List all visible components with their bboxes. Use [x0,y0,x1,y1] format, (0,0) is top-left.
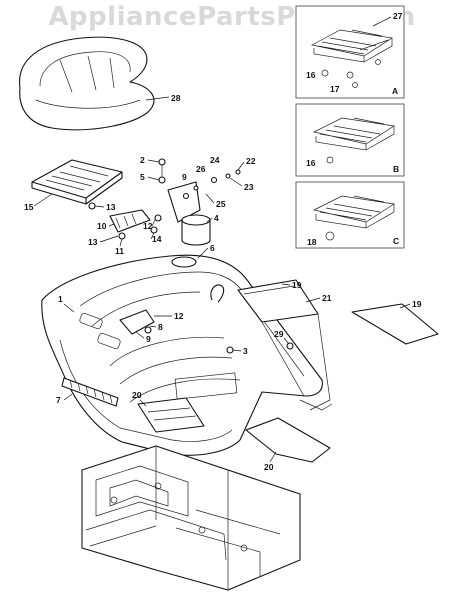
inset-box-b: 16 B [295,103,405,177]
callout-9-top: 9 [182,172,187,182]
callout-16-b: 16 [306,158,316,168]
callout-1: 1 [58,294,63,304]
callout-13-top: 13 [106,202,116,212]
callout-19-right: 19 [412,299,422,309]
callout-23: 23 [244,182,254,192]
chassis-frame [81,445,301,591]
inset-label-c: C [393,236,399,246]
callout-27: 27 [393,11,403,21]
rack-strip [61,377,119,407]
callout-5: 5 [140,172,145,182]
callout-24: 24 [210,155,220,165]
callout-12-top: 12 [143,221,153,231]
callout-20-right: 20 [264,462,274,472]
floor-mat-left [137,397,205,433]
callout-26: 26 [196,164,206,174]
callout-25: 25 [216,199,226,209]
callout-10: 10 [97,221,107,231]
inset-label-a: A [392,86,398,96]
callout-4: 4 [214,213,219,223]
callout-11: 11 [115,246,124,256]
callout-18: 18 [307,237,317,247]
callout-15: 15 [24,202,34,212]
callout-20-left: 20 [132,390,142,400]
seat-bracket: 15 [24,159,123,212]
seat-adjust-lever [88,202,162,240]
callout-3: 3 [243,346,248,356]
foot-mat [351,303,439,345]
callout-2: 2 [140,155,145,165]
callout-7: 7 [56,395,61,405]
right-fender-flare [237,279,333,411]
callout-21: 21 [322,293,332,303]
callout-19-top: 19 [292,280,302,290]
inset-label-b: B [393,164,399,174]
callout-17: 17 [330,84,340,94]
callout-29: 29 [274,329,284,339]
callouts: 2 5 9 26 24 22 23 25 4 13 10 12 14 13 11… [56,155,422,472]
callout-22: 22 [246,156,256,166]
inset-box-c: 18 C [295,181,405,249]
seat: 28 [19,36,181,131]
fender-hardware [144,326,294,354]
inset-box-a: 27 16 17 A [295,5,405,99]
callout-8: 8 [158,322,163,332]
callout-12-bottom: 12 [174,311,184,321]
callout-9-bottom: 9 [146,334,151,344]
callout-28: 28 [171,93,181,103]
callout-16-a: 16 [306,70,316,80]
callout-13-bottom: 13 [88,237,98,247]
callout-6: 6 [210,243,215,253]
floor-mat-right [245,417,331,463]
callout-14: 14 [152,234,162,244]
